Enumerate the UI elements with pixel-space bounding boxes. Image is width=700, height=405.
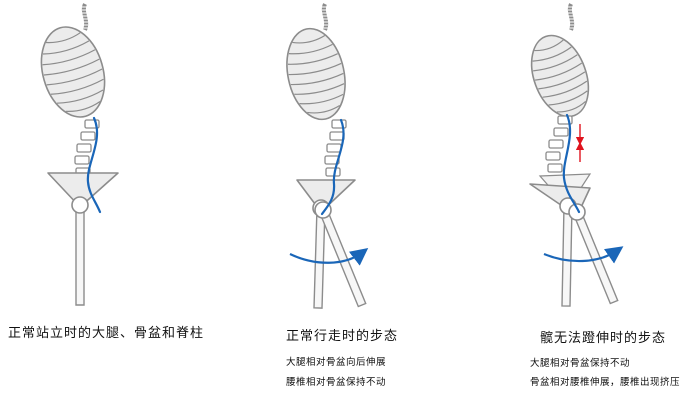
neck-spine <box>81 3 89 31</box>
figure-standing <box>40 3 119 306</box>
hip-joint <box>568 203 586 221</box>
spine-curve <box>320 118 345 216</box>
ribcage <box>40 26 106 118</box>
ribcage-outline <box>530 34 590 118</box>
lumbar-vertebra <box>553 127 569 137</box>
lumbar-vertebra <box>545 151 561 161</box>
lumbar-vertebra <box>76 143 92 153</box>
lumbar-vertebra <box>329 131 345 141</box>
rib-line <box>534 39 564 52</box>
panel-1-title: 正常站立时的大腿、骨盆和脊柱 <box>8 326 205 341</box>
neck-spine <box>321 3 329 31</box>
rib-line <box>45 32 81 44</box>
femur-bone <box>318 207 367 308</box>
femur-bone <box>561 205 573 307</box>
lumbar-vertebra <box>80 131 96 141</box>
figure-hip-limited-gait <box>529 3 624 307</box>
rib-line <box>556 100 586 113</box>
figure-normal-gait <box>286 3 369 309</box>
ribcage <box>286 27 346 121</box>
rib-line <box>294 83 345 95</box>
rib-line <box>542 80 588 98</box>
spine-curve <box>86 116 102 214</box>
rib-line <box>290 72 344 86</box>
rib-line <box>50 78 104 95</box>
rib-line <box>46 68 103 86</box>
rib-line <box>57 89 104 104</box>
lumbar-vertebra <box>548 139 564 149</box>
lumbar-vertebra <box>325 167 341 177</box>
hip-joint <box>71 196 89 214</box>
rib-line <box>307 105 340 114</box>
femur-bone <box>75 204 85 306</box>
thigh-extension-arrow <box>289 247 369 266</box>
ribcage-outline <box>286 27 346 121</box>
femur-bone <box>572 209 619 305</box>
rib-line <box>534 62 583 81</box>
rib-line <box>299 93 344 105</box>
rib-line <box>43 58 100 76</box>
rib-line <box>532 46 572 62</box>
pelvis-rotation-arrow <box>543 246 624 264</box>
pelvis-triangle <box>47 172 119 208</box>
rib-line <box>42 49 96 66</box>
rib-line <box>538 71 586 90</box>
lumbar-vertebra <box>74 155 90 165</box>
panel-3-note-2: 骨盆相对腰椎伸展，腰椎出现挤压 <box>530 377 681 388</box>
rib-line <box>42 40 90 55</box>
neck-spine <box>567 3 575 31</box>
rib-line <box>287 53 338 65</box>
rib-line <box>65 100 101 112</box>
rib-line <box>548 90 588 106</box>
ribcage <box>530 34 590 118</box>
rib-line <box>288 62 342 76</box>
pelvis-triangle <box>296 179 356 213</box>
panel-3-title: 髋无法蹬伸时的步态 <box>540 331 667 346</box>
lumbar-vertebra <box>547 163 563 173</box>
ribcage-outline <box>40 26 106 118</box>
rib-line <box>292 35 326 44</box>
rib-line <box>288 43 333 55</box>
lumbar-vertebra <box>326 143 342 153</box>
panel-2-title: 正常行走时的步态 <box>286 329 399 344</box>
spine-curve <box>562 113 581 214</box>
rib-line <box>533 54 578 72</box>
panel-2-note-1: 大腿相对骨盆向后伸展 <box>286 357 387 368</box>
panel-3-note-1: 大腿相对骨盆保持不动 <box>530 358 631 369</box>
panel-2-note-2: 腰椎相对骨盆保持不动 <box>286 377 387 388</box>
